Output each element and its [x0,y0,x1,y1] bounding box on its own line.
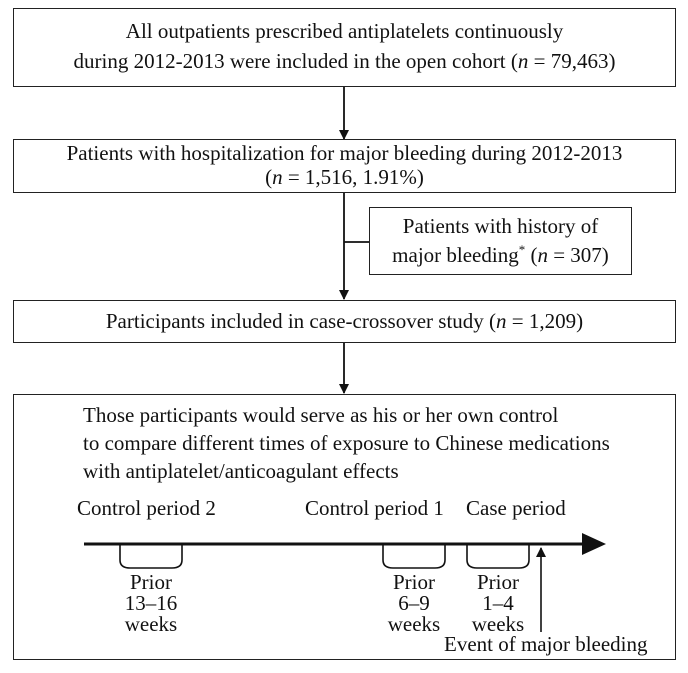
design-line-3: with antiplatelet/anticoagulant effects [83,459,399,483]
bleeding-line-1: Patients with hospitalization for major … [66,141,623,165]
participants-box: Participants included in case-crossover … [13,300,676,343]
exclusion-box: Patients with history of major bleeding*… [369,207,632,275]
bracket-control2 [119,544,183,569]
label-control-period-1: Control period 1 [305,496,444,520]
bracket-case [466,544,530,569]
bleeding-line-2: (n = 1,516, 1.91%) [265,165,424,189]
cohort-line-1: All outpatients prescribed antiplatelets… [125,19,564,43]
exclusion-line-2: major bleeding* (n = 307) [392,242,609,267]
bleeding-box: Patients with hospitalization for major … [13,139,676,193]
design-box [13,394,676,660]
design-line-2: to compare different times of exposure t… [83,431,610,455]
timeline-arrowhead [582,533,606,555]
design-line-1: Those participants would serve as his or… [83,403,559,427]
cohort-line-2: during 2012-2013 were included in the op… [73,49,616,73]
bracket-control1 [382,544,446,569]
label-control-period-2: Control period 2 [77,496,216,520]
participants-text: Participants included in case-crossover … [105,309,584,333]
cohort-box: All outpatients prescribed antiplatelets… [13,8,676,87]
label-case-period: Case period [466,496,566,520]
event-label: Event of major bleeding [444,632,648,656]
exclusion-line-1: Patients with history of [402,214,599,238]
